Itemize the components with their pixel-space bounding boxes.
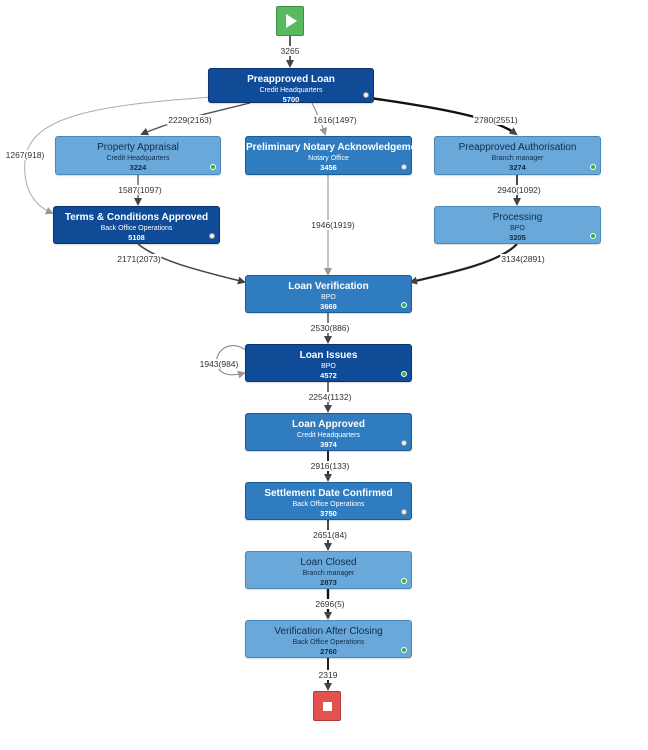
edge-label-approved-settlement: 2916(133): [309, 461, 351, 471]
node-title: Terms & Conditions Approved: [64, 212, 209, 223]
node-title: Preapproved Authorisation: [458, 142, 577, 153]
status-dot-icon: [363, 92, 369, 98]
node-subtitle: Credit Headquarters: [296, 432, 361, 439]
node-title: Preapproved Loan: [247, 74, 335, 85]
node-title: Loan Closed: [300, 557, 357, 568]
node-subtitle: BPO: [321, 294, 336, 301]
node-count: 3669: [320, 302, 337, 311]
node-count: 2873: [320, 578, 337, 587]
edge-processing-verification[interactable]: [409, 243, 518, 285]
node-count: 3974: [320, 440, 337, 449]
start-node[interactable]: [276, 6, 304, 36]
node-settlement-date[interactable]: Settlement Date Confirmed Back Office Op…: [245, 482, 412, 520]
node-count: 5108: [128, 233, 145, 242]
edge-label-auth-processing: 2940(1092): [496, 185, 542, 195]
node-title: Loan Approved: [292, 419, 365, 430]
node-subtitle: Back Office Operations: [100, 225, 173, 232]
node-verification-after-closing[interactable]: Verification After Closing Back Office O…: [245, 620, 412, 658]
status-dot-icon: [401, 440, 407, 446]
edge-label-start-preapproved: 3265: [279, 46, 301, 56]
node-count: 3274: [509, 163, 526, 172]
edge-label-preapproved-appraisal: 2229(2163): [167, 115, 213, 125]
node-count: 3750: [320, 509, 337, 518]
node-subtitle: Back Office Operations: [292, 501, 365, 508]
edge-preapproved-auth[interactable]: [369, 96, 518, 136]
edge-label-verification-issues: 2530(886): [309, 323, 351, 333]
node-preapproved-authorisation[interactable]: Preapproved Authorisation Branch manager…: [434, 136, 601, 175]
node-preliminary-notary[interactable]: Preliminary Notary Acknowledgement Notar…: [245, 136, 426, 175]
edge-label-issues-self-loop: 1943(984): [198, 359, 240, 369]
node-property-appraisal[interactable]: Property Appraisal Credit Headquarters 3…: [55, 136, 221, 175]
end-node[interactable]: [313, 691, 341, 721]
edge-label-issues-approved: 2254(1132): [307, 392, 353, 402]
status-dot-icon: [401, 509, 407, 515]
node-title: Loan Issues: [299, 350, 358, 361]
status-dot-icon: [209, 233, 215, 239]
play-icon: [286, 14, 297, 28]
edge-preapproved-terms[interactable]: [24, 96, 213, 215]
node-title: Verification After Closing: [274, 626, 383, 637]
edge-label-appraisal-terms: 1587(1097): [117, 185, 163, 195]
node-title: Preliminary Notary Acknowledgement: [246, 142, 426, 153]
status-dot-icon: [401, 647, 407, 653]
status-dot-icon: [210, 164, 216, 170]
status-dot-icon: [590, 164, 596, 170]
edge-label-processing-verification: 3134(2891): [500, 254, 546, 264]
status-dot-icon: [401, 371, 407, 377]
edge-label-settlement-closed: 2651(84): [311, 530, 349, 540]
node-loan-approved[interactable]: Loan Approved Credit Headquarters 3974: [245, 413, 412, 451]
edge-label-notary-verification: 1946(1919): [310, 220, 356, 230]
node-count: 3224: [129, 163, 147, 172]
edge-label-closed-verification-after: 2696(5): [314, 599, 346, 609]
node-subtitle: Branch manager: [302, 570, 355, 577]
node-loan-verification[interactable]: Loan Verification BPO 3669: [245, 275, 412, 313]
node-subtitle: Credit Headquarters: [106, 155, 170, 162]
node-loan-closed[interactable]: Loan Closed Branch manager 2873: [245, 551, 412, 589]
node-subtitle: BPO: [510, 225, 525, 232]
edge-label-preapproved-notary: 1616(1497): [312, 115, 358, 125]
status-dot-icon: [401, 578, 407, 584]
edge-terms-verification[interactable]: [137, 243, 246, 285]
node-count: 2760: [320, 647, 337, 656]
status-dot-icon: [401, 302, 407, 308]
node-loan-issues[interactable]: Loan Issues BPO 4572: [245, 344, 412, 382]
node-subtitle: BPO: [321, 363, 336, 370]
node-subtitle: Branch manager: [491, 155, 544, 162]
node-processing[interactable]: Processing BPO 3205: [434, 206, 601, 244]
node-title: Processing: [492, 212, 543, 223]
edge-issues-self-loop[interactable]: [216, 345, 247, 379]
node-terms-conditions[interactable]: Terms & Conditions Approved Back Office …: [53, 206, 220, 244]
node-count: 5700: [282, 95, 300, 104]
node-subtitle: Notary Office: [308, 155, 349, 162]
node-title: Property Appraisal: [97, 142, 179, 153]
node-count: 3456: [320, 163, 337, 172]
node-title: Settlement Date Confirmed: [264, 488, 393, 499]
edge-label-preapproved-terms: 1267(918): [4, 150, 46, 160]
node-subtitle: Back Office Operations: [292, 639, 365, 646]
edge-label-verification-after-end: 2319: [317, 670, 339, 680]
node-subtitle: Credit Headquarters: [259, 87, 323, 94]
node-count: 4572: [320, 371, 337, 380]
node-preapproved-loan[interactable]: Preapproved Loan Credit Headquarters 570…: [208, 68, 374, 104]
status-dot-icon: [401, 164, 407, 170]
stop-icon: [323, 702, 332, 711]
status-dot-icon: [590, 233, 596, 239]
edge-label-preapproved-auth: 2780(2551): [473, 115, 519, 125]
node-title: Loan Verification: [288, 281, 369, 292]
node-count: 3205: [509, 233, 526, 242]
edge-label-terms-verification: 2171(2073): [116, 254, 162, 264]
